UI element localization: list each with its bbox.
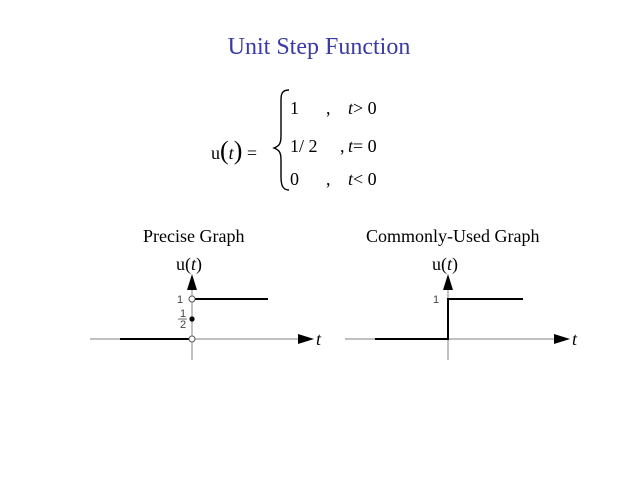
tick-half-den: 2 <box>180 319 186 331</box>
case-row-3: 0,t < 0 <box>290 169 377 189</box>
lhs-func: u <box>211 143 220 163</box>
precise-graph: u(t) t 1 1 2 <box>90 254 322 360</box>
tick-one: 1 <box>433 294 439 306</box>
open-point-high <box>188 295 196 303</box>
common-graph: u(t) t 1 <box>345 254 578 360</box>
y-axis-arrow-icon <box>443 274 453 290</box>
case-row-1: 1,t > 0 <box>290 98 377 118</box>
slide-title: Unit Step Function <box>227 34 411 60</box>
tick-half-num: 1 <box>180 308 186 320</box>
step-function-line <box>375 298 523 340</box>
y-axis-label: u(t) <box>176 254 202 275</box>
precise-graph-label: Precise Graph <box>143 226 245 246</box>
case-row-2: 1/ 2,t = 0 <box>290 136 377 156</box>
half-point <box>189 316 195 322</box>
equation-lhs: u(t) = <box>211 136 258 165</box>
y-axis-arrow-icon <box>187 274 197 290</box>
tick-one: 1 <box>177 294 183 306</box>
open-point-low <box>188 335 196 343</box>
x-axis-arrow-icon <box>298 334 314 344</box>
common-graph-label: Commonly-Used Graph <box>366 226 540 246</box>
x-axis-label: t <box>316 329 322 349</box>
x-axis-label: t <box>572 329 578 349</box>
brace-icon <box>272 89 290 191</box>
x-axis-arrow-icon <box>554 334 570 344</box>
lhs-var: t <box>228 143 234 163</box>
piecewise-equation: u(t) = 1,t > 0 1/ 2,t = 0 0,t < 0 <box>0 0 638 200</box>
lhs-equals: = <box>242 143 258 163</box>
y-axis-label: u(t) <box>432 254 458 275</box>
